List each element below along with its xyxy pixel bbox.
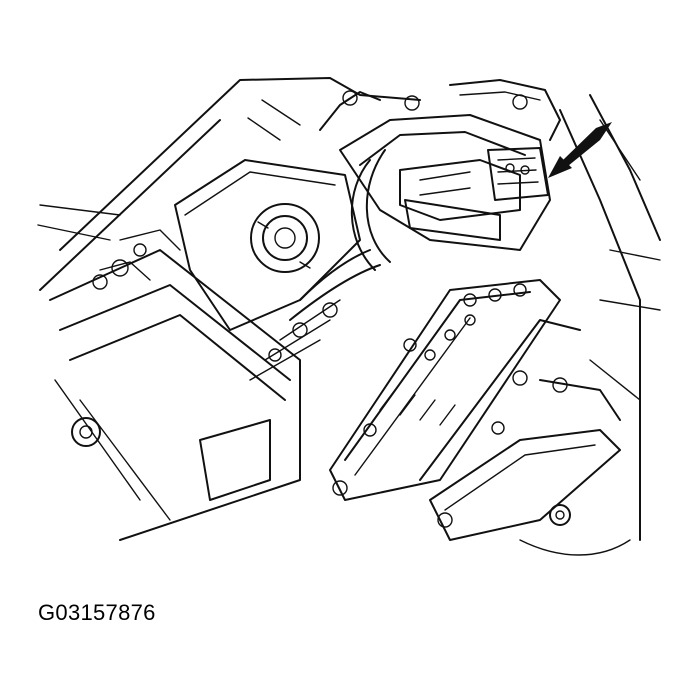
hoses-left-bank (249, 149, 391, 381)
figure-id-label: G03157876 (38, 600, 156, 625)
engine-bay-line-drawing (37, 77, 661, 556)
callout-arrow-icon (548, 122, 612, 178)
engine-bay-outline (37, 77, 661, 541)
left-fender-structure (49, 229, 301, 541)
lower-right-structure (429, 359, 641, 556)
air-cleaner-housing (174, 159, 361, 331)
electrical-connector (487, 147, 549, 201)
intake-manifold (319, 79, 561, 251)
filler-cap (250, 203, 320, 273)
bolt-head (71, 417, 101, 447)
fuel-rail-right (329, 279, 581, 501)
